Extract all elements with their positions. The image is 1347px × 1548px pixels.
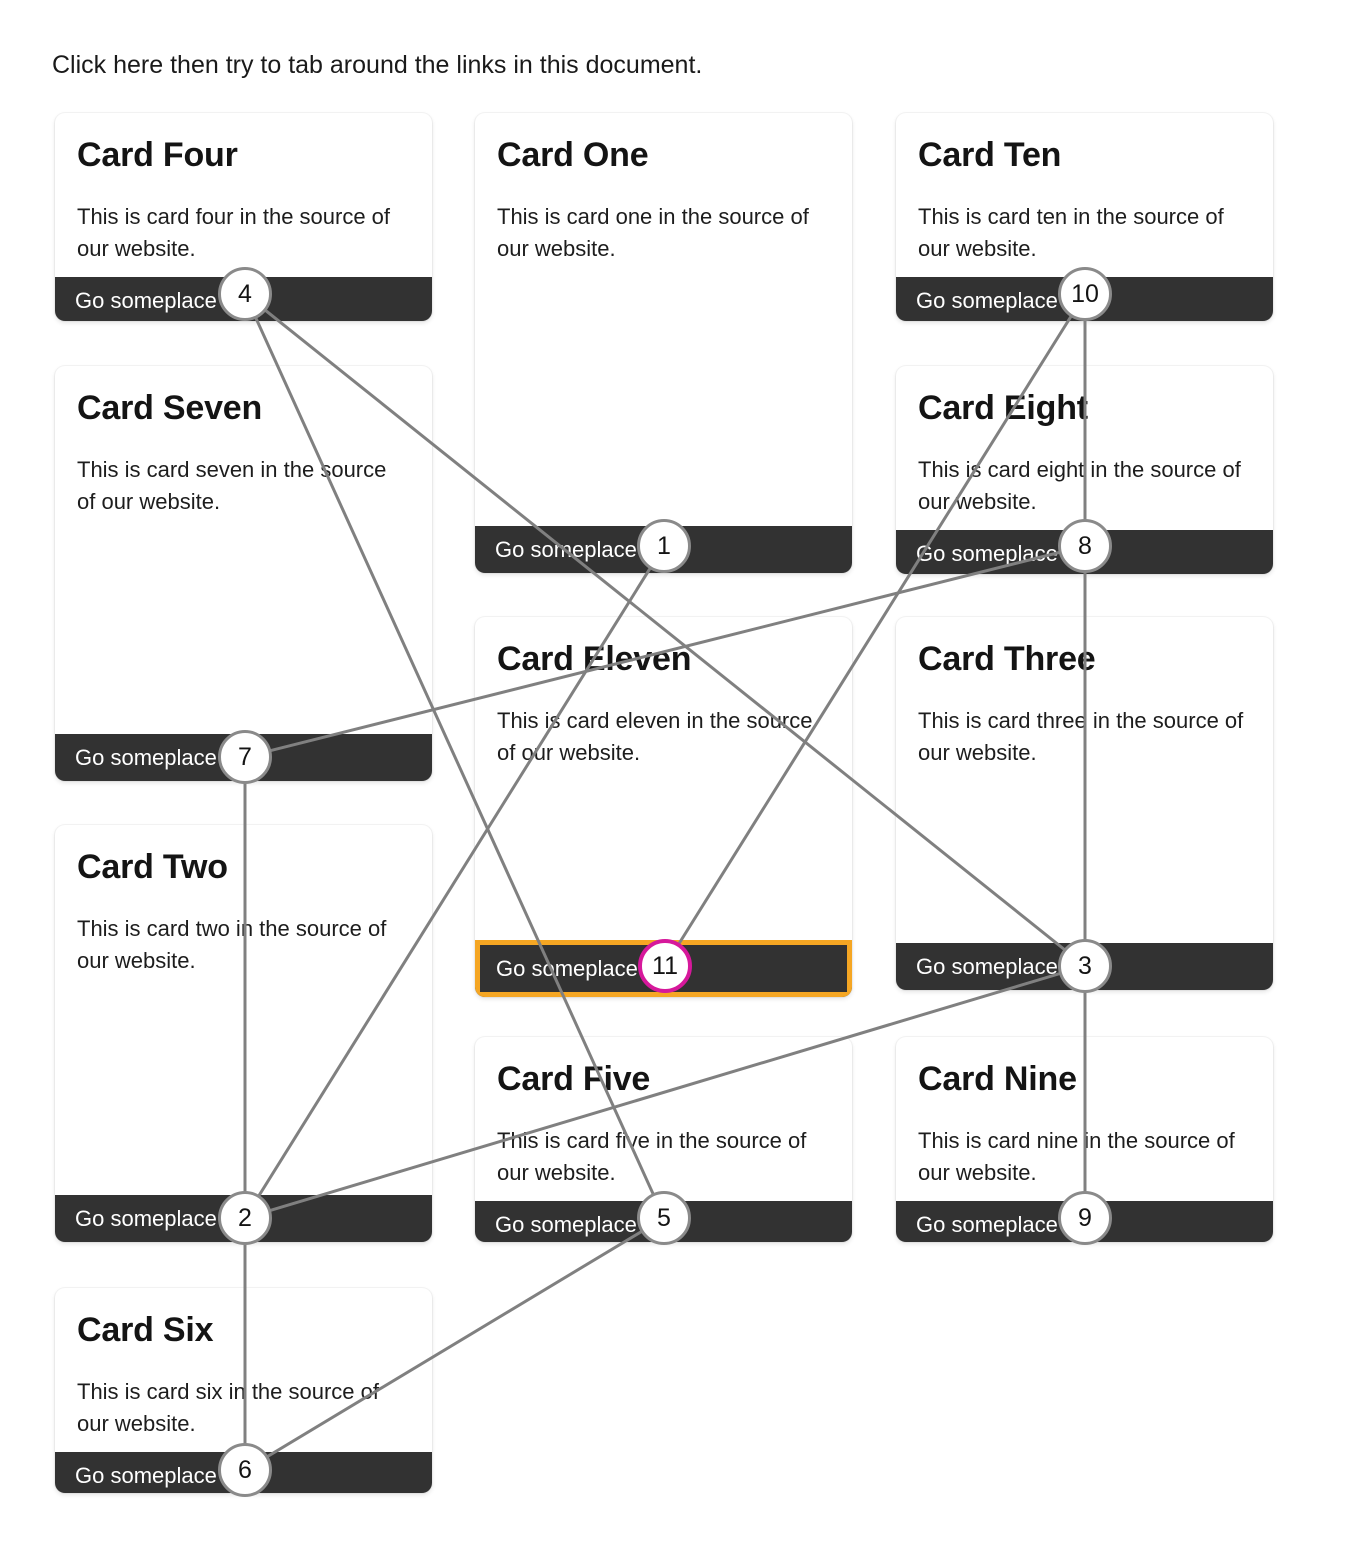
card-footer: Go someplace <box>475 1201 852 1242</box>
go-someplace-link[interactable]: Go someplace <box>75 287 217 313</box>
card-footer: Go someplace <box>55 734 432 781</box>
card-description: This is card eight in the source of our … <box>918 457 1241 514</box>
card-title: Card Eleven <box>497 640 692 678</box>
card-description: This is card ten in the source of our we… <box>918 204 1224 261</box>
card-footer: Go someplace <box>896 943 1273 990</box>
go-someplace-link[interactable]: Go someplace <box>496 955 638 981</box>
card-title: Card Two <box>77 848 228 886</box>
go-someplace-link[interactable]: Go someplace <box>916 287 1058 313</box>
card-title: Card Five <box>497 1060 651 1098</box>
card-description: This is card nine in the source of our w… <box>918 1128 1235 1185</box>
card-description: This is card seven in the source of our … <box>77 457 387 514</box>
card-title: Card Six <box>77 1311 214 1349</box>
card-description: This is card two in the source of our we… <box>77 916 387 973</box>
card-footer-focused: Go someplace <box>475 940 852 997</box>
card-title: Card Three <box>918 640 1096 678</box>
go-someplace-link[interactable]: Go someplace <box>495 1211 637 1237</box>
go-someplace-link[interactable]: Go someplace <box>75 1205 217 1231</box>
go-someplace-link[interactable]: Go someplace <box>495 536 637 562</box>
card-title: Card One <box>497 136 649 174</box>
card-footer: Go someplace <box>55 277 432 321</box>
card-title: Card Ten <box>918 136 1062 174</box>
card-footer: Go someplace <box>55 1195 432 1242</box>
card-title: Card Four <box>77 136 238 174</box>
card-description: This is card three in the source of our … <box>918 708 1244 765</box>
card-footer: Go someplace <box>475 526 852 573</box>
card-footer: Go someplace <box>896 1201 1273 1242</box>
go-someplace-link[interactable]: Go someplace <box>75 744 217 770</box>
card-description: This is card one in the source of our we… <box>497 204 809 261</box>
go-someplace-link[interactable]: Go someplace <box>916 953 1058 979</box>
card-title: Card Nine <box>918 1060 1077 1098</box>
go-someplace-link[interactable]: Go someplace <box>75 1462 217 1488</box>
go-someplace-link[interactable]: Go someplace <box>916 1211 1058 1237</box>
card-title: Card Seven <box>77 389 263 427</box>
page-intro-text: Click here then try to tab around the li… <box>52 51 703 79</box>
card-description: This is card four in the source of our w… <box>77 204 391 261</box>
card-description: This is card eleven in the source of our… <box>497 708 813 765</box>
card-footer: Go someplace <box>896 530 1273 574</box>
go-someplace-link[interactable]: Go someplace <box>916 540 1058 566</box>
card-title: Card Eight <box>918 389 1088 427</box>
card-description: This is card five in the source of our w… <box>497 1128 807 1185</box>
card-footer: Go someplace <box>896 277 1273 321</box>
card-footer: Go someplace <box>55 1452 432 1493</box>
card-description: This is card six in the source of our we… <box>77 1379 380 1436</box>
